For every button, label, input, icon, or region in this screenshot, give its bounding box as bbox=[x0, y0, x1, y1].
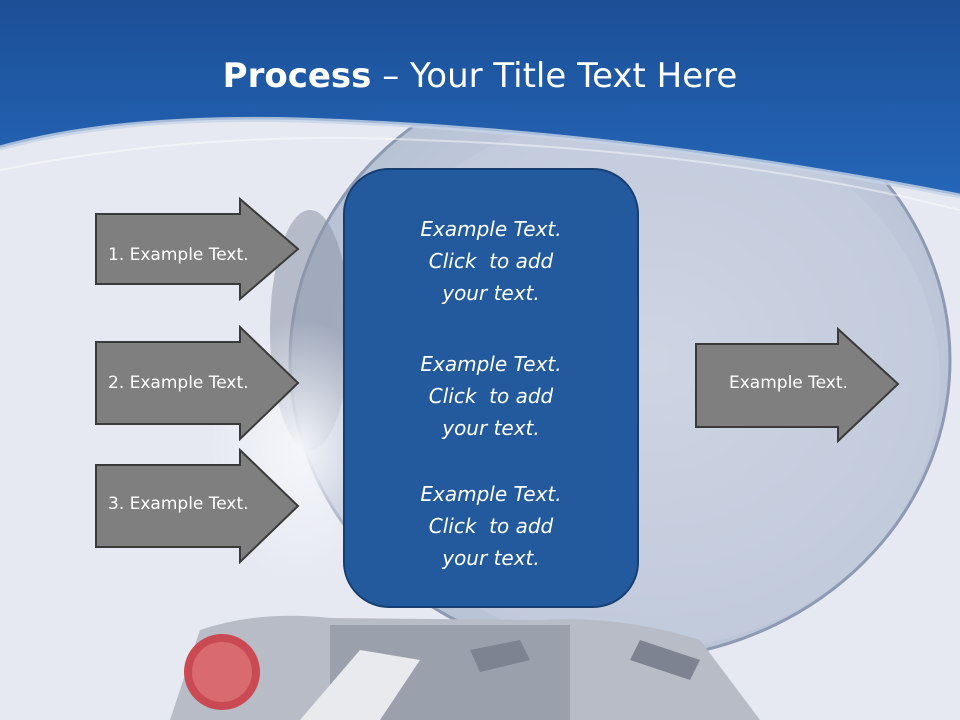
center-paragraph-1-line2: Click to add bbox=[428, 249, 554, 273]
title-dash: – bbox=[371, 56, 411, 96]
center-paragraph-3-line2: Click to add bbox=[428, 514, 554, 538]
left-arrow-3[interactable] bbox=[94, 448, 300, 564]
center-paragraph-1-line1: Example Text. bbox=[420, 217, 562, 241]
slide-title: Process – Your Title Text Here bbox=[0, 54, 960, 98]
center-paragraph-2-line1: Example Text. bbox=[420, 352, 562, 376]
left-arrow-1-label: 1. Example Text. bbox=[108, 245, 249, 265]
right-arrow[interactable] bbox=[694, 327, 900, 445]
center-paragraph-3-line3: your text. bbox=[442, 546, 540, 570]
left-arrow-3-label: 3. Example Text. bbox=[108, 494, 249, 514]
center-paragraph-3: Example Text. Click to add your text. bbox=[345, 478, 637, 574]
center-paragraph-2-line3: your text. bbox=[442, 416, 540, 440]
center-paragraph-2-line2: Click to add bbox=[428, 384, 554, 408]
center-text-box[interactable]: Example Text. Click to add your text. Ex… bbox=[343, 168, 639, 608]
left-arrow-2[interactable] bbox=[94, 325, 300, 441]
center-paragraph-3-line1: Example Text. bbox=[420, 482, 562, 506]
center-paragraph-2: Example Text. Click to add your text. bbox=[345, 348, 637, 444]
left-arrow-1[interactable] bbox=[94, 197, 300, 301]
right-arrow-label: Example Text. bbox=[729, 373, 848, 393]
title-rest-text: Your Title Text Here bbox=[410, 56, 738, 96]
center-paragraph-1: Example Text. Click to add your text. bbox=[345, 213, 637, 309]
center-paragraph-1-line3: your text. bbox=[442, 281, 540, 305]
left-arrow-2-label: 2. Example Text. bbox=[108, 373, 249, 393]
title-bold-text: Process bbox=[222, 56, 372, 96]
